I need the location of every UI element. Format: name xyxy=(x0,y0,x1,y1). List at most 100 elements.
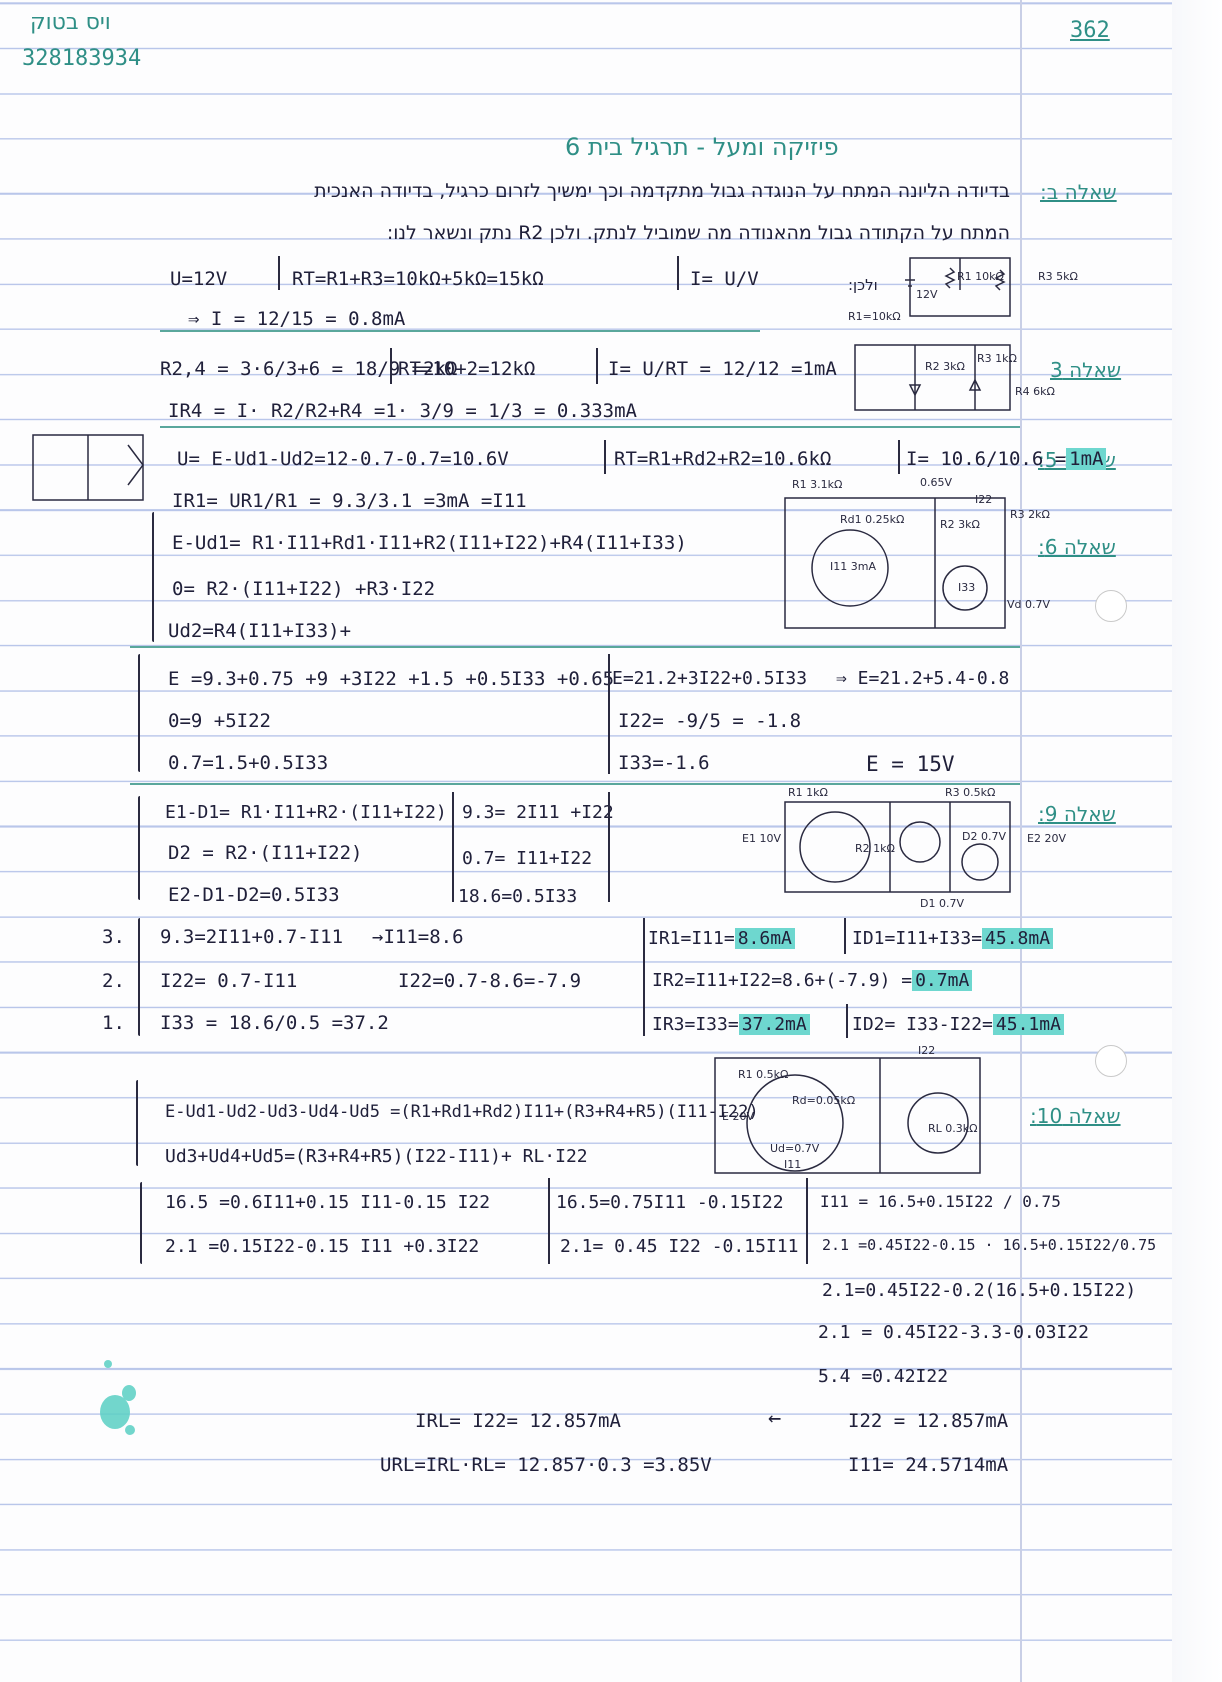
divider xyxy=(898,440,900,474)
equation: 18.6=0.5I33 xyxy=(458,886,578,907)
result-text: IR3=I33= xyxy=(652,1014,739,1035)
r3-label: R3 1kΩ xyxy=(977,352,1017,365)
result: IR1=I11=8.6mA xyxy=(648,928,795,949)
equation: I22 = 12.857mA xyxy=(848,1410,1009,1432)
equation: R2,4 = 3·6/3+6 = 18/9 =2kΩ xyxy=(160,358,458,380)
highlighted-result: 8.6mA xyxy=(734,928,795,949)
d2-label: D2 0.7V xyxy=(962,830,1006,843)
ink-splatter xyxy=(104,1360,112,1368)
equation: E-Ud1-Ud2-Ud3-Ud4-Ud5 =(R1+Rd1+Rd2)I11+(… xyxy=(165,1102,759,1122)
circuit-diagram: R2 3kΩ R3 1kΩ R4 6kΩ xyxy=(854,344,1055,411)
question-label: שאלה 10: xyxy=(1030,1104,1121,1128)
highlighted-result: 0.7mA xyxy=(912,970,973,991)
equation: I= U/V xyxy=(690,268,759,290)
section-separator xyxy=(130,783,1020,785)
result-text: IR2=I11+I22=8.6+(-7.9) = xyxy=(652,970,913,991)
question-label: שאלה 3 xyxy=(1050,358,1122,382)
divider xyxy=(604,440,606,474)
divider xyxy=(278,256,280,290)
binder-hole xyxy=(1095,1045,1127,1077)
i11-label: I11 xyxy=(784,1158,801,1171)
equation: E =9.3+0.75 +9 +3I22 +1.5 +0.5I33 +0.65 xyxy=(168,668,615,690)
i33-label: I33 xyxy=(958,581,975,594)
divider xyxy=(390,348,392,384)
r3-label: R3 2kΩ xyxy=(1010,508,1050,521)
equation: ⇒ E=21.2+5.4-0.8 xyxy=(836,668,1010,689)
v065-label: 0.65V xyxy=(920,476,952,489)
brace xyxy=(138,796,140,900)
student-name: ויס בטוק xyxy=(30,10,111,35)
equation: I= 10.6/10.6 =1mA xyxy=(906,448,1107,470)
result: IR2=I11+I22=8.6+(-7.9) =0.7mA xyxy=(652,970,973,991)
equation: 16.5 =0.6I11+0.15 I11-0.15 I22 xyxy=(165,1192,491,1213)
section-separator xyxy=(130,646,1020,648)
equation: Ud3+Ud4+Ud5=(R3+R4+R5)(I22-I11)+ RL·I22 xyxy=(165,1146,588,1167)
result-text: ID2= I33-I22= xyxy=(852,1014,993,1035)
divider xyxy=(452,792,454,902)
ink-splatter xyxy=(125,1425,135,1435)
equation: E1-D1= R1·I11+R2·(I11+I22) xyxy=(165,802,447,823)
highlighted-result: 37.2mA xyxy=(738,1014,810,1035)
equation: 0=9 +5I22 xyxy=(168,710,271,732)
divider xyxy=(596,348,598,384)
equation: 0.7=1.5+0.5I33 xyxy=(168,752,329,774)
circuit-diagram xyxy=(32,434,144,501)
divider xyxy=(608,654,610,774)
question-text: המתח על הקתודה גבול מהאנודה מה שמוביל לנ… xyxy=(386,222,1010,244)
equation: RT=10+2=12kΩ xyxy=(398,358,536,380)
step-number: 2. xyxy=(102,970,125,992)
equation: E2-D1-D2=0.5I33 xyxy=(168,884,340,906)
r3-label: R3 0.5kΩ xyxy=(945,786,995,799)
equation: E = 15V xyxy=(866,752,955,776)
equation: 2.1 = 0.45I22-3.3-0.03I22 xyxy=(818,1322,1089,1343)
section-separator xyxy=(160,330,760,332)
section-separator xyxy=(160,426,1020,428)
equation: I11 = 16.5+0.15I22 / 0.75 xyxy=(820,1192,1061,1211)
equation: ⇒ I = 12/15 = 0.8mA xyxy=(188,308,406,330)
question-label: שאלה ב: xyxy=(1040,180,1117,204)
equation: 2.1 =0.15I22-0.15 I11 +0.3I22 xyxy=(165,1236,480,1257)
result-text: IR1=I11= xyxy=(648,928,735,949)
result: IR3=I33=37.2mA xyxy=(652,1014,810,1035)
binder-hole xyxy=(1095,590,1127,622)
rd1-label: Rd1 0.25kΩ xyxy=(840,513,904,526)
page-title: פיזיקה ומעל - תרגיל בית 6 xyxy=(565,133,839,161)
equation: I22= -9/5 = -1.8 xyxy=(618,710,802,732)
equation: I11= 24.5714mA xyxy=(848,1454,1009,1476)
result: ID1=I11+I33=45.8mA xyxy=(852,928,1054,949)
equation: RT=R1+Rd2+R2=10.6kΩ xyxy=(614,448,832,470)
equation: 2.1= 0.45 I22 -0.15I11 xyxy=(560,1236,799,1257)
result-text: ID1=I11+I33= xyxy=(852,928,983,949)
ink-splatter xyxy=(122,1385,136,1401)
equation: I22=0.7-8.6=-7.9 xyxy=(398,970,582,992)
circuit-diagram: R1 0.5kΩ Rd=0.05kΩ E 20V Ud=0.7V I11 I22… xyxy=(714,1044,981,1174)
brace xyxy=(140,1182,142,1264)
divider xyxy=(548,1178,550,1264)
i22-label: I22 xyxy=(975,493,992,506)
brace xyxy=(138,918,140,1036)
page-edge xyxy=(1172,0,1222,1682)
equation: 0.7= I11+I22 xyxy=(462,848,593,869)
e2-label: E2 20V xyxy=(1027,832,1066,845)
r1b-label: R1=10kΩ xyxy=(848,310,901,323)
equation: 2.1=0.45I22-0.2(16.5+0.15I22) xyxy=(822,1280,1137,1301)
divider xyxy=(844,918,846,954)
equation: IR4 = I· R2/R2+R4 =1· 3/9 = 1/3 = 0.333m… xyxy=(168,400,637,422)
r2-label: R2 1kΩ xyxy=(855,842,895,855)
equation: U=12V xyxy=(170,268,228,290)
equation: I22= 0.7-I11 xyxy=(160,970,298,992)
step-number: 1. xyxy=(102,1012,125,1034)
equation: I33 = 18.6/0.5 =37.2 xyxy=(160,1012,389,1034)
rd-label: Rd=0.05kΩ xyxy=(792,1094,855,1107)
equation: I33=-1.6 xyxy=(618,752,710,774)
r1-label: R1 0.5kΩ xyxy=(738,1068,788,1081)
equation: E-Ud1= R1·I11+Rd1·I11+R2(I11+I22)+R4(I11… xyxy=(172,532,687,554)
equation: E=21.2+3I22+0.5I33 xyxy=(612,668,808,689)
divider xyxy=(643,918,645,1036)
equation: 5.4 =0.42I22 xyxy=(818,1366,949,1387)
equation: U= E-Ud1-Ud2=12-0.7-0.7=10.6V xyxy=(177,448,509,470)
equation: IR1= UR1/R1 = 9.3/3.1 =3mA =I11 xyxy=(172,490,527,512)
equation-text: I= 10.6/10.6 = xyxy=(906,448,1067,470)
equation: →I11=8.6 xyxy=(372,926,464,948)
rl-label: RL 0.3kΩ xyxy=(928,1122,978,1135)
